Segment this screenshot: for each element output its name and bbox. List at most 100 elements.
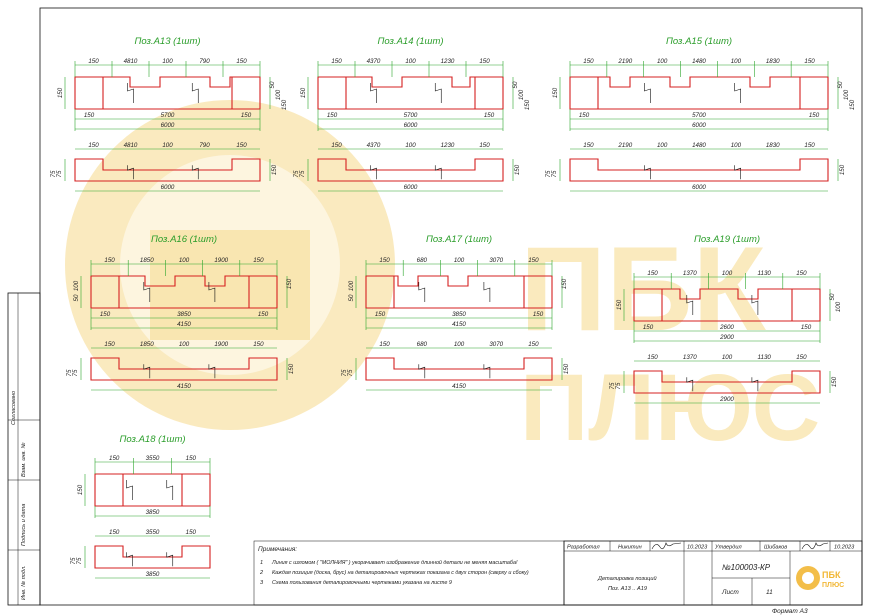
dim-side-top: 150 <box>331 142 342 149</box>
notes-block: Примечания: 1 Линия с изломом ( "МОЛНИЯ"… <box>253 540 565 606</box>
approved-label: Утвердил <box>714 545 742 551</box>
break-line <box>734 83 741 103</box>
dim-side-total: 6000 <box>692 184 706 191</box>
dim-side-top: 150 <box>796 354 807 361</box>
top-view-outline <box>94 473 211 507</box>
dim-side-top: 150 <box>479 142 490 149</box>
dim-side-top: 150 <box>583 142 594 149</box>
logo-text-1: ПБК <box>822 570 841 580</box>
title-block: Разработал Никитин 10.2023 Утвердил Шиба… <box>563 540 863 615</box>
part-6: Поз.А18 (1шт) <box>84 434 211 579</box>
dim-top: 150 <box>379 257 390 264</box>
part-title: Поз.А17 (1шт) <box>426 234 492 245</box>
dim-right: 50 <box>829 293 836 300</box>
dim-side-total: 6000 <box>161 184 175 191</box>
break-line <box>370 83 377 103</box>
dim-side-top: 150 <box>804 142 815 149</box>
watermark-text-2: ПЛЮС <box>520 355 820 461</box>
part-title: Поз.А18 (1шт) <box>119 434 185 445</box>
description-line-2: Поз. А13 .. А19 <box>608 586 647 592</box>
part-title: Поз.А13 (1шт) <box>134 36 200 47</box>
dim-side-top: 100 <box>657 142 668 149</box>
dim-side-top: 1850 <box>140 341 154 348</box>
part-2: Поз.А15 (1шт) <box>559 36 839 192</box>
dim-side-top: 150 <box>88 142 99 149</box>
dim-left: 100 <box>348 280 355 291</box>
dim-side-total: 4150 <box>177 383 191 390</box>
dim-side-right: 150 <box>288 363 295 374</box>
dim-top: 150 <box>804 58 815 65</box>
dim-right: 150 <box>561 278 568 289</box>
side-view-outline <box>569 158 829 182</box>
dim-side-top: 3070 <box>489 341 503 348</box>
dim-top: 100 <box>162 58 173 65</box>
dim-top: 100 <box>405 58 416 65</box>
dim-bottom: 150 <box>484 112 495 119</box>
dim-right: 50 <box>837 81 844 88</box>
dim-top: 3550 <box>146 455 160 462</box>
dim-side-top: 680 <box>417 341 428 348</box>
top-view-outline <box>569 76 829 110</box>
dim-bottom: 150 <box>533 311 544 318</box>
dim-top: 150 <box>253 257 264 264</box>
format-label: Формат А3 <box>772 608 808 615</box>
dim-bottom: 3850 <box>452 311 466 318</box>
break-line <box>126 552 133 567</box>
dim-bottom: 3850 <box>177 311 191 318</box>
part-1: Поз.А14 (1шт) <box>307 36 514 192</box>
break-line <box>686 295 694 315</box>
dim-right: 150 <box>524 99 531 110</box>
dim-total: 2900 <box>719 334 734 341</box>
part-title: Поз.А15 (1шт) <box>666 36 732 47</box>
break-line <box>208 282 216 302</box>
watermark: ПБК ПЛЮС <box>65 100 820 461</box>
dim-top: 100 <box>722 270 733 277</box>
note-2-num: 2 <box>259 570 264 576</box>
dim-side-left: 75 <box>551 170 558 177</box>
dim-top: 150 <box>236 58 247 65</box>
dim-side-left: 75 <box>56 170 63 177</box>
dim-right: 150 <box>286 278 293 289</box>
side-label-inv-replace: Взам. инв. № <box>21 442 27 477</box>
dim-bottom: 150 <box>84 112 95 119</box>
dim-side-total: 6000 <box>404 184 418 191</box>
dim-side-top: 1230 <box>441 142 455 149</box>
dim-top: 150 <box>583 58 594 65</box>
dim-total: 6000 <box>161 122 175 129</box>
break-line <box>751 377 759 392</box>
part-3: Поз.А16 (1шт) <box>80 234 288 391</box>
developer-date: 10.2023 <box>687 545 708 551</box>
dim-side-top: 100 <box>405 142 416 149</box>
part-title: Поз.А14 (1шт) <box>377 36 443 47</box>
dim-top: 4370 <box>367 58 381 65</box>
dim-side-left: 75 <box>70 557 77 564</box>
dim-side-top: 100 <box>722 354 733 361</box>
part-5: Поз.А19 (1шт) <box>623 234 831 404</box>
dim-left: 150 <box>300 87 307 98</box>
dim-top: 4810 <box>124 58 138 65</box>
dim-side-left: 75 <box>615 382 622 389</box>
dim-side-right: 150 <box>831 376 838 387</box>
dim-bottom: 150 <box>241 112 252 119</box>
dim-bottom: 150 <box>375 311 386 318</box>
dim-right: 100 <box>843 89 850 100</box>
dim-side-left: 75 <box>347 369 354 376</box>
dim-bottom: 150 <box>643 324 654 331</box>
side-view-outline <box>317 158 504 182</box>
dim-bottom: 150 <box>579 112 590 119</box>
dim-top: 1230 <box>441 58 455 65</box>
dim-side-left: 75 <box>76 557 83 564</box>
dim-side-top: 100 <box>454 341 465 348</box>
break-line <box>483 364 491 379</box>
developer-signature <box>651 542 682 550</box>
break-line <box>126 480 133 500</box>
side-label-sign-date: Подпись и дата <box>21 504 27 546</box>
break-line <box>434 83 442 103</box>
part-title: Поз.А19 (1шт) <box>694 234 760 245</box>
dim-top: 1850 <box>140 257 154 264</box>
dim-side-top: 150 <box>528 341 539 348</box>
dim-side-top: 1480 <box>692 142 706 149</box>
dim-side-top: 150 <box>253 341 264 348</box>
dim-total: 6000 <box>404 122 418 129</box>
side-label-agreed: Согласовано <box>11 391 17 425</box>
